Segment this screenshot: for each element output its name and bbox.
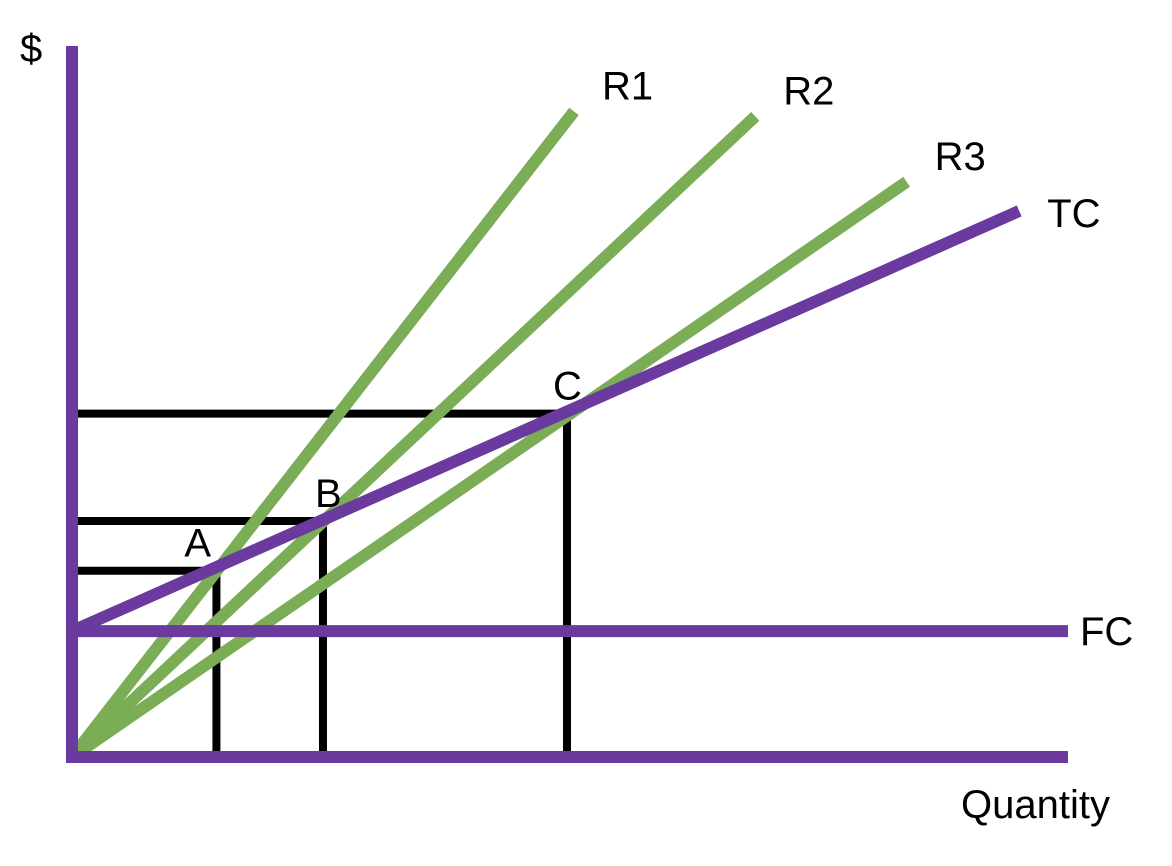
x-axis-label: Quantity bbox=[961, 783, 1110, 827]
series-label-r2: R2 bbox=[783, 69, 834, 113]
series-line-tc bbox=[69, 205, 1022, 637]
series-label-r1: R1 bbox=[602, 64, 653, 108]
point-label-c: C bbox=[553, 365, 582, 409]
series-line-r3 bbox=[68, 176, 911, 762]
series-label-fc: FC bbox=[1080, 610, 1133, 654]
y-axis-label: $ bbox=[20, 27, 42, 71]
axes bbox=[66, 46, 1068, 763]
point-label-a: A bbox=[184, 522, 211, 566]
point-label-b: B bbox=[315, 472, 342, 516]
series-line-r1 bbox=[67, 107, 579, 761]
series-label-tc: TC bbox=[1047, 192, 1100, 236]
series-line-r2 bbox=[67, 112, 760, 762]
series-lines bbox=[67, 107, 1068, 762]
series-label-r3: R3 bbox=[935, 135, 986, 179]
